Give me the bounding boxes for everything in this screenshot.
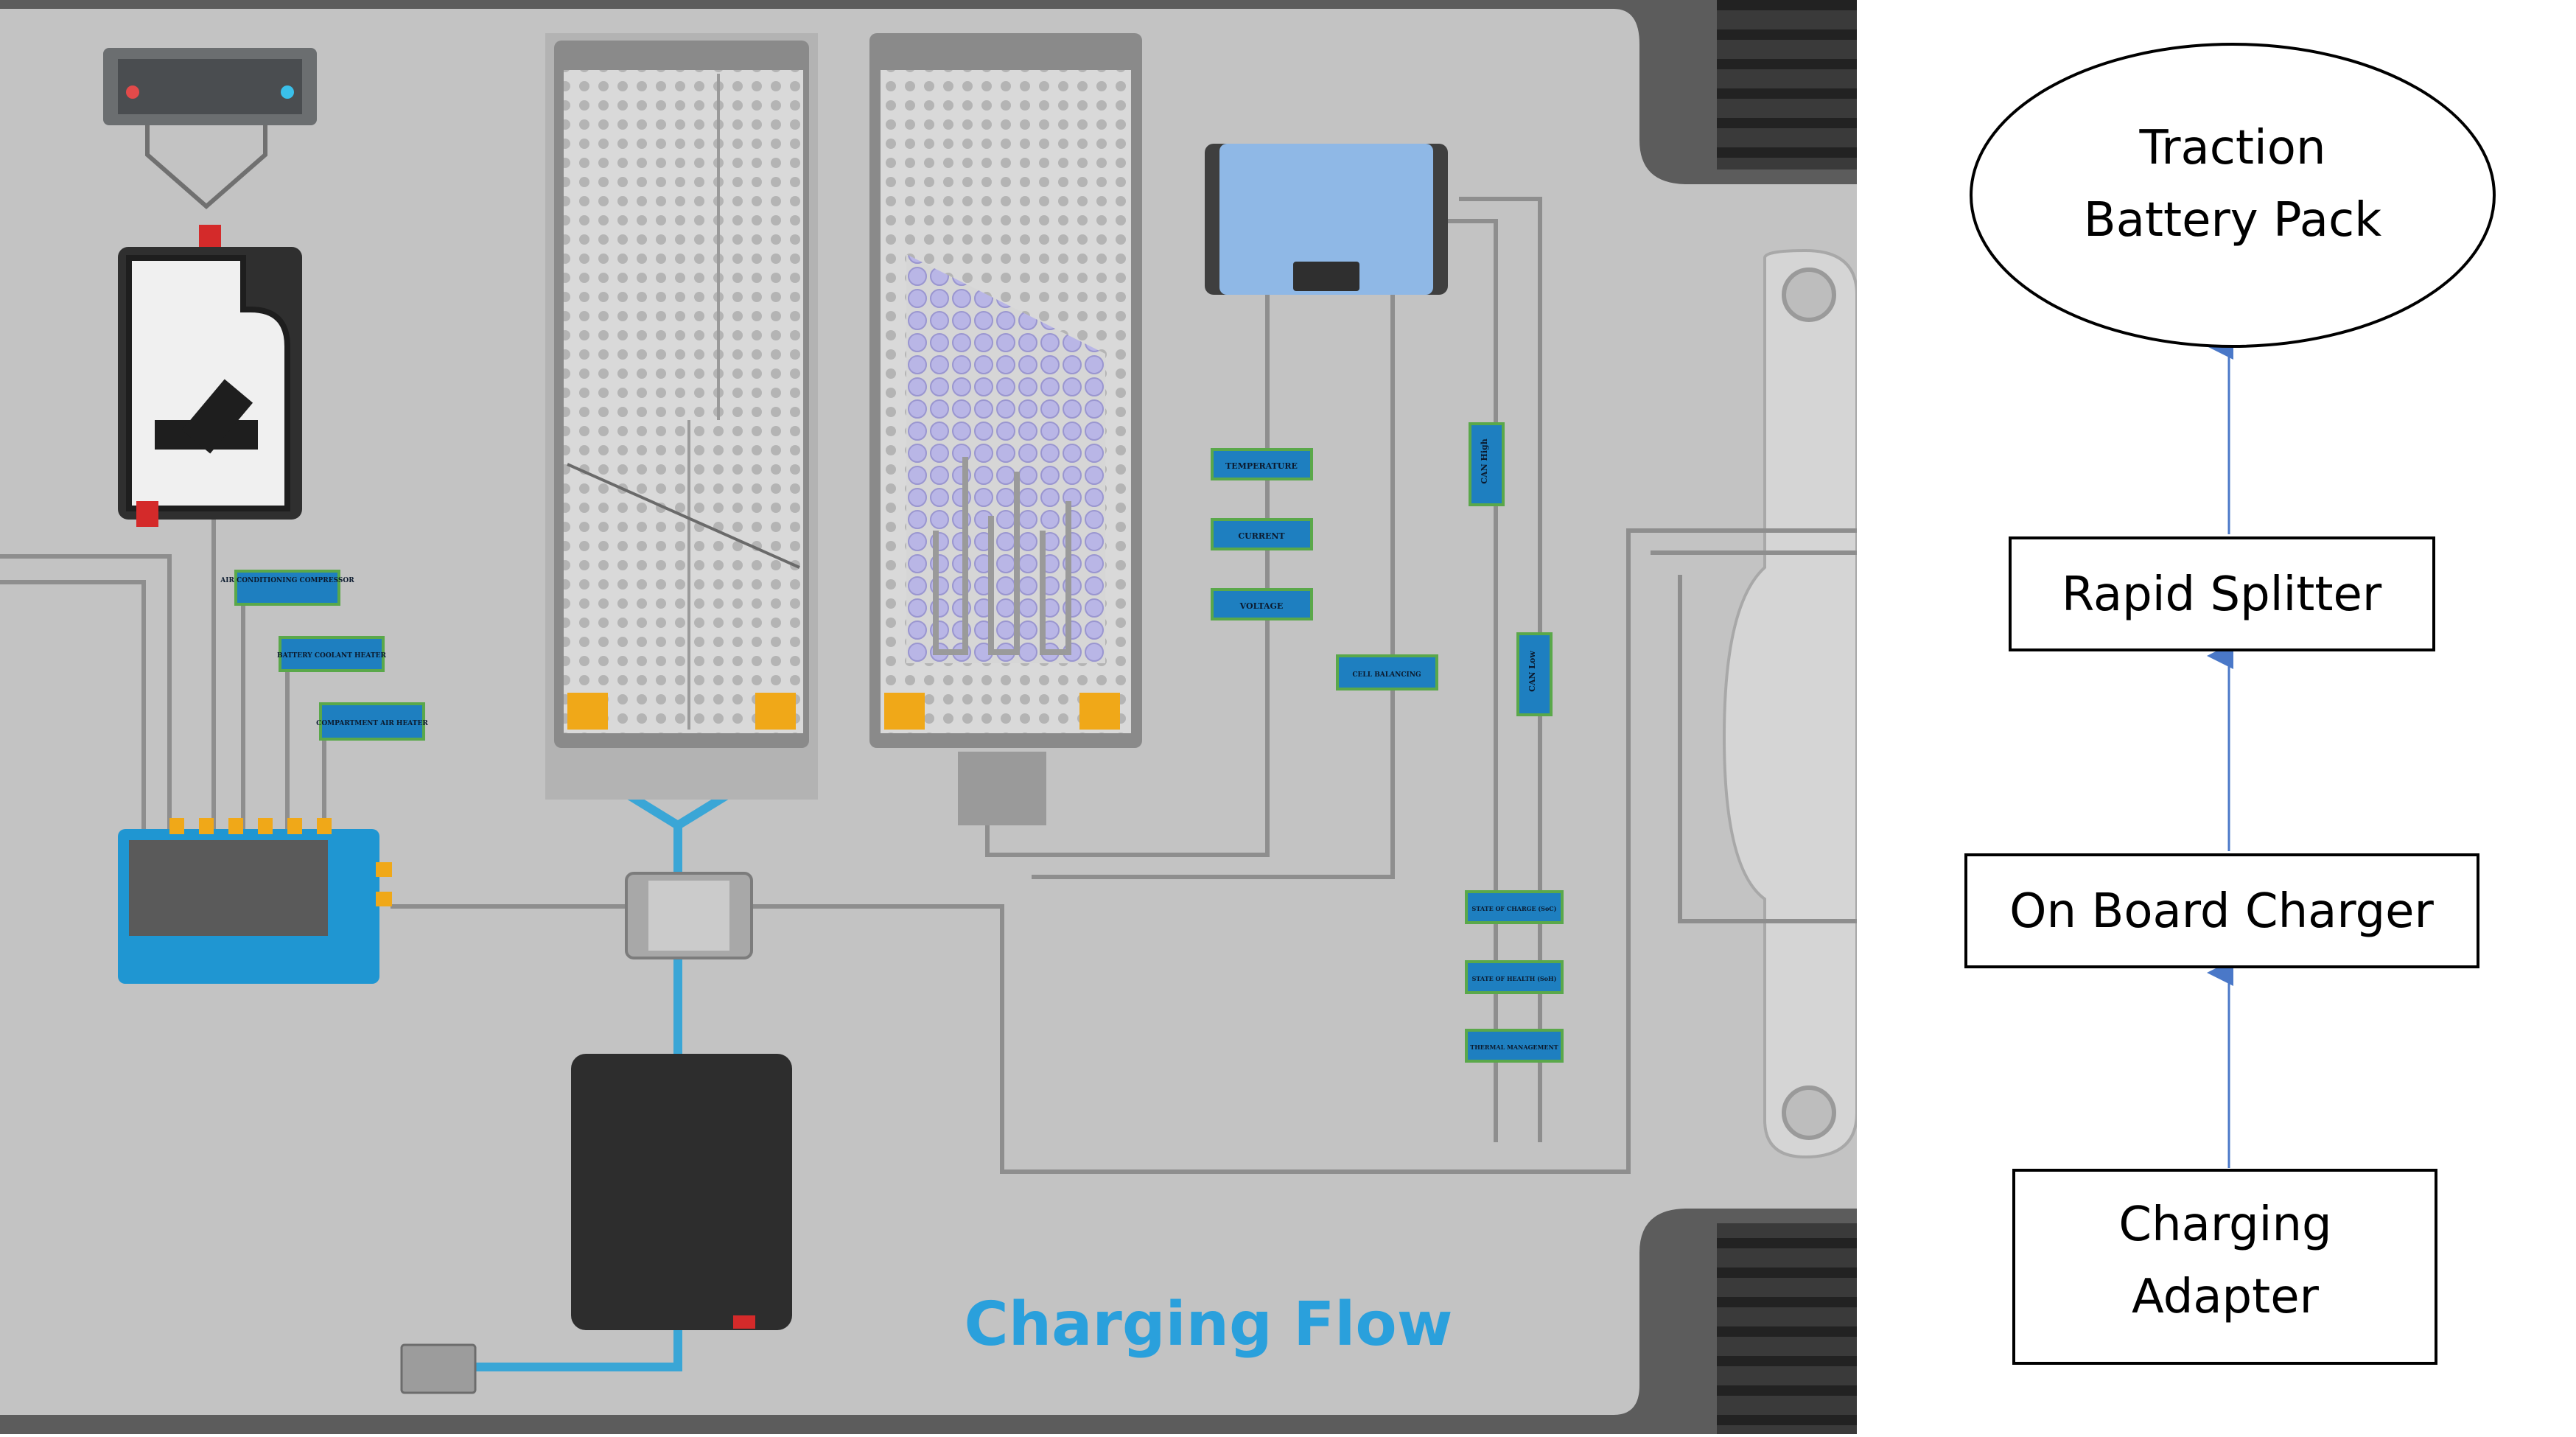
svg-text:VOLTAGE: VOLTAGE (1239, 601, 1284, 611)
side-rail (1722, 248, 1858, 1159)
svg-text:STATE OF HEALTH (SoH): STATE OF HEALTH (SoH) (1472, 975, 1557, 982)
figure-caption: Charging Flow (965, 1290, 1453, 1360)
battery-tray-2 (869, 33, 1142, 825)
label-state-of-health: STATE OF HEALTH (SoH) (1465, 960, 1564, 994)
module-labels: AIR CONDITIONING COMPRESSOR BATTERY COOL… (220, 422, 1564, 1063)
tire-bottom-icon (1717, 1223, 1857, 1434)
label-thermal-management: THERMAL MANAGEMENT (1465, 1029, 1564, 1063)
inverter-module (118, 225, 302, 527)
svg-text:Charging: Charging (2118, 1198, 2331, 1252)
label-can-high: CAN High (1469, 422, 1505, 506)
label-can-low: CAN Low (1516, 632, 1553, 716)
svg-text:CAN Low: CAN Low (1527, 651, 1537, 692)
svg-text:CAN High: CAN High (1480, 438, 1489, 483)
node-rapid-splitter: Rapid Splitter (2009, 536, 2435, 651)
svg-text:CELL BALANCING: CELL BALANCING (1352, 671, 1421, 679)
label-temperature: TEMPERATURE (1211, 448, 1313, 480)
label-compartment-air-heater: COMPARTMENT AIR HEATER (316, 702, 428, 741)
svg-text:COMPARTMENT AIR HEATER: COMPARTMENT AIR HEATER (316, 720, 428, 727)
svg-text:TEMPERATURE: TEMPERATURE (1225, 461, 1298, 471)
ev-platform-illustration (0, 0, 1872, 1434)
charger-box (571, 1054, 792, 1330)
wiring-traces (0, 197, 1872, 1174)
svg-text:Adapter: Adapter (2132, 1270, 2320, 1324)
node-on-board-charger: On Board Charger (1964, 853, 2479, 968)
svg-text:STATE OF CHARGE (SoC): STATE OF CHARGE (SoC) (1472, 905, 1557, 912)
svg-text:THERMAL MANAGEMENT: THERMAL MANAGEMENT (1470, 1043, 1558, 1051)
label-voltage: VOLTAGE (1211, 588, 1313, 620)
svg-text:On Board Charger: On Board Charger (2009, 884, 2434, 939)
label-current: CURRENT (1211, 518, 1313, 550)
tire-top-icon (1717, 0, 1857, 169)
svg-text:AIR CONDITIONING COMPRESSOR: AIR CONDITIONING COMPRESSOR (220, 577, 354, 584)
splitter-valve (625, 872, 753, 959)
svg-text:CURRENT: CURRENT (1238, 531, 1285, 541)
bms-controller (1205, 144, 1448, 295)
label-cell-balancing: CELL BALANCING (1336, 654, 1438, 690)
charging-connector-icon (400, 1343, 477, 1394)
label-state-of-charge: STATE OF CHARGE (SoC) (1465, 890, 1564, 924)
battery-tray-1 (545, 33, 818, 800)
svg-text:BATTERY COOLANT HEATER: BATTERY COOLANT HEATER (277, 652, 386, 660)
flowchart: Traction Battery Pack Rapid Splitter On … (1857, 0, 2576, 1434)
node-charging-adapter: Charging Adapter (2012, 1169, 2437, 1365)
svg-text:Rapid Splitter: Rapid Splitter (2062, 567, 2382, 622)
node-traction-battery-pack: Traction Battery Pack (1970, 43, 2496, 348)
coolant-valve-module (103, 48, 317, 209)
svg-text:Battery Pack: Battery Pack (2084, 193, 2381, 248)
label-battery-coolant-heater: BATTERY COOLANT HEATER (277, 636, 386, 672)
label-air-conditioning-compressor: AIR CONDITIONING COMPRESSOR (220, 570, 354, 606)
coolant-pump-module (118, 818, 392, 984)
svg-text:Traction: Traction (2139, 121, 2326, 175)
